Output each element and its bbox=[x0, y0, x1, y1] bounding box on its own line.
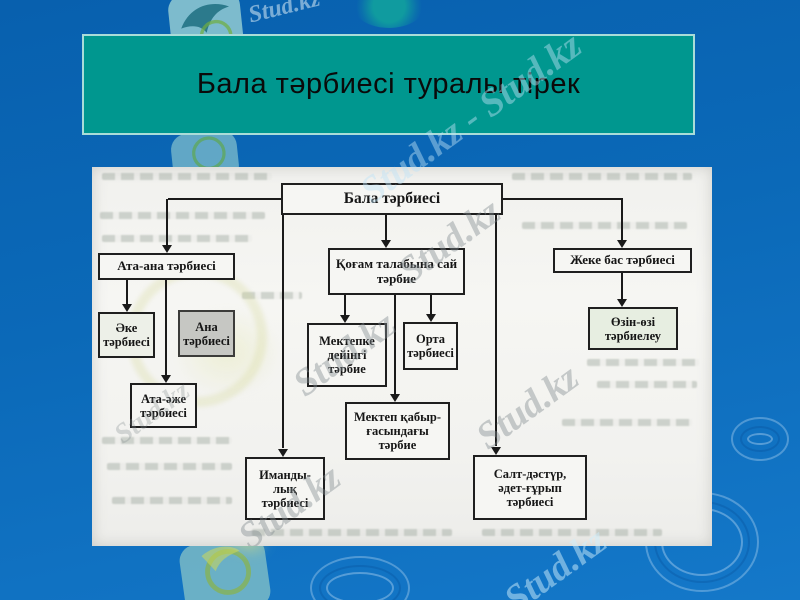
connector-line bbox=[495, 215, 497, 446]
node-label: Салт-дәстүр, bbox=[493, 466, 567, 481]
connector-line bbox=[166, 199, 168, 245]
node-label: тәрбиесі bbox=[407, 346, 454, 360]
node-salt-dastur-adet-ghuryp-tarbiesi: Салт-дәстүр, әдет-ғұрып тәрбиесі bbox=[473, 455, 587, 520]
bleedthrough-smudge bbox=[522, 222, 687, 229]
node-label: тәрбиесі bbox=[506, 494, 554, 509]
node-label: лық bbox=[273, 481, 297, 496]
scanned-diagram-page: Бала тәрбиесі Ата-ана тәрбиесі Әке тәрби… bbox=[92, 167, 712, 546]
node-mektep-qabyrghasyndaghy-tarbie: Мектеп қабыр- ғасындағы тәрбие bbox=[345, 402, 450, 460]
node-label: Қоғам талабына сай bbox=[335, 255, 458, 271]
arrow-down-icon bbox=[491, 447, 501, 455]
arrow-down-icon bbox=[278, 449, 288, 457]
node-label: әдет-ғұрып bbox=[498, 480, 562, 495]
node-zheke-bas-tarbiesi: Жеке бас тәрбиесі bbox=[553, 248, 692, 273]
ripple-decoration bbox=[731, 417, 789, 461]
node-label: Ана bbox=[195, 319, 218, 334]
bleedthrough-smudge bbox=[102, 173, 272, 180]
slide-title-box: Бала тәрбиесі туралы тірек bbox=[82, 34, 695, 135]
connector-line bbox=[394, 295, 396, 394]
arrow-down-icon bbox=[381, 240, 391, 248]
bleedthrough-smudge bbox=[102, 235, 252, 242]
node-label: тәрбие bbox=[376, 270, 417, 286]
node-label: тәрбие bbox=[328, 362, 366, 376]
node-imandylyq-tarbiesi: Иманды- лық тәрбиесі bbox=[245, 457, 325, 520]
bleedthrough-smudge bbox=[242, 292, 302, 299]
bleedthrough-smudge bbox=[102, 437, 232, 444]
node-ata-azhe-tarbiesi: Ата-әже тәрбиесі bbox=[130, 383, 197, 428]
node-label: Өзін-өзі bbox=[610, 314, 656, 329]
bleedthrough-smudge bbox=[112, 497, 232, 504]
connector-line bbox=[165, 280, 167, 375]
connector-line bbox=[282, 215, 284, 448]
connector-line bbox=[168, 198, 281, 200]
bleedthrough-smudge bbox=[100, 212, 265, 219]
node-label: Жеке бас тәрбиесі bbox=[570, 252, 675, 268]
node-label: Мектепке bbox=[319, 334, 375, 348]
connector-line bbox=[621, 273, 623, 299]
node-label: тәрбиесі bbox=[103, 335, 150, 349]
node-label: Иманды- bbox=[259, 467, 311, 482]
bleedthrough-smudge bbox=[587, 359, 699, 366]
bleedthrough-smudge bbox=[597, 381, 697, 388]
camera-lens-decoration bbox=[352, 0, 426, 28]
node-ake-tarbiesi: Әке тәрбиесі bbox=[98, 312, 155, 358]
node-label: Ата-әже bbox=[140, 391, 187, 406]
node-label: Мектеп қабыр- bbox=[354, 410, 441, 424]
node-label: тәрбиесі bbox=[261, 495, 309, 510]
slide-title: Бала тәрбиесі туралы тірек bbox=[196, 68, 581, 100]
connector-line bbox=[385, 215, 387, 240]
node-label: тәрбие bbox=[378, 438, 417, 452]
bleedthrough-smudge bbox=[482, 529, 662, 536]
node-mektepke-deiingi-tarbie: Мектепке дейінгі тәрбие bbox=[307, 323, 387, 387]
node-label: тәрбиелеу bbox=[604, 328, 662, 343]
swirl-icon bbox=[201, 546, 252, 595]
arrow-down-icon bbox=[426, 314, 436, 322]
studkz-logo-watermark bbox=[177, 535, 273, 600]
node-qogham-talabyna-sai-tarbie: Қоғам талабына сай тәрбие bbox=[328, 248, 465, 295]
node-label: Әке bbox=[115, 321, 138, 335]
arrow-down-icon bbox=[340, 315, 350, 323]
node-label: тәрбиесі bbox=[140, 405, 187, 420]
node-ata-ana-tarbiesi: Ата-ана тәрбиесі bbox=[98, 253, 235, 280]
node-label: тәрбиесі bbox=[183, 333, 230, 348]
node-label: Бала тәрбиесі bbox=[343, 190, 441, 208]
node-label: дейінгі bbox=[327, 348, 367, 362]
bleedthrough-smudge bbox=[107, 463, 232, 470]
connector-line bbox=[621, 199, 623, 240]
node-bala-tarbiesi: Бала тәрбиесі bbox=[281, 183, 503, 215]
ripple-decoration bbox=[310, 556, 410, 600]
arrow-down-icon bbox=[617, 299, 627, 307]
bleedthrough-smudge bbox=[512, 173, 692, 180]
arrow-down-icon bbox=[161, 375, 171, 383]
bleedthrough-smudge bbox=[252, 529, 452, 536]
node-ana-tarbiesi: Ана тәрбиесі bbox=[178, 310, 235, 357]
node-label: ғасындағы bbox=[366, 424, 429, 438]
arrow-down-icon bbox=[390, 394, 400, 402]
connector-line bbox=[430, 295, 432, 314]
node-orta-tarbiesi: Орта тәрбиесі bbox=[403, 322, 458, 370]
node-label: Ата-ана тәрбиесі bbox=[117, 258, 216, 274]
node-label: Орта bbox=[415, 332, 446, 346]
studkz-watermark: Stud.kz bbox=[245, 0, 323, 29]
arrow-down-icon bbox=[122, 304, 132, 312]
studkz-watermark: Stud.kz bbox=[468, 356, 587, 458]
connector-line bbox=[126, 280, 128, 304]
node-ozin-ozi-tarbieleu: Өзін-өзі тәрбиелеу bbox=[588, 307, 678, 350]
connector-line bbox=[344, 295, 346, 315]
arrow-down-icon bbox=[162, 245, 172, 253]
connector-line bbox=[503, 198, 623, 200]
arrow-down-icon bbox=[617, 240, 627, 248]
bleedthrough-smudge bbox=[562, 419, 692, 426]
